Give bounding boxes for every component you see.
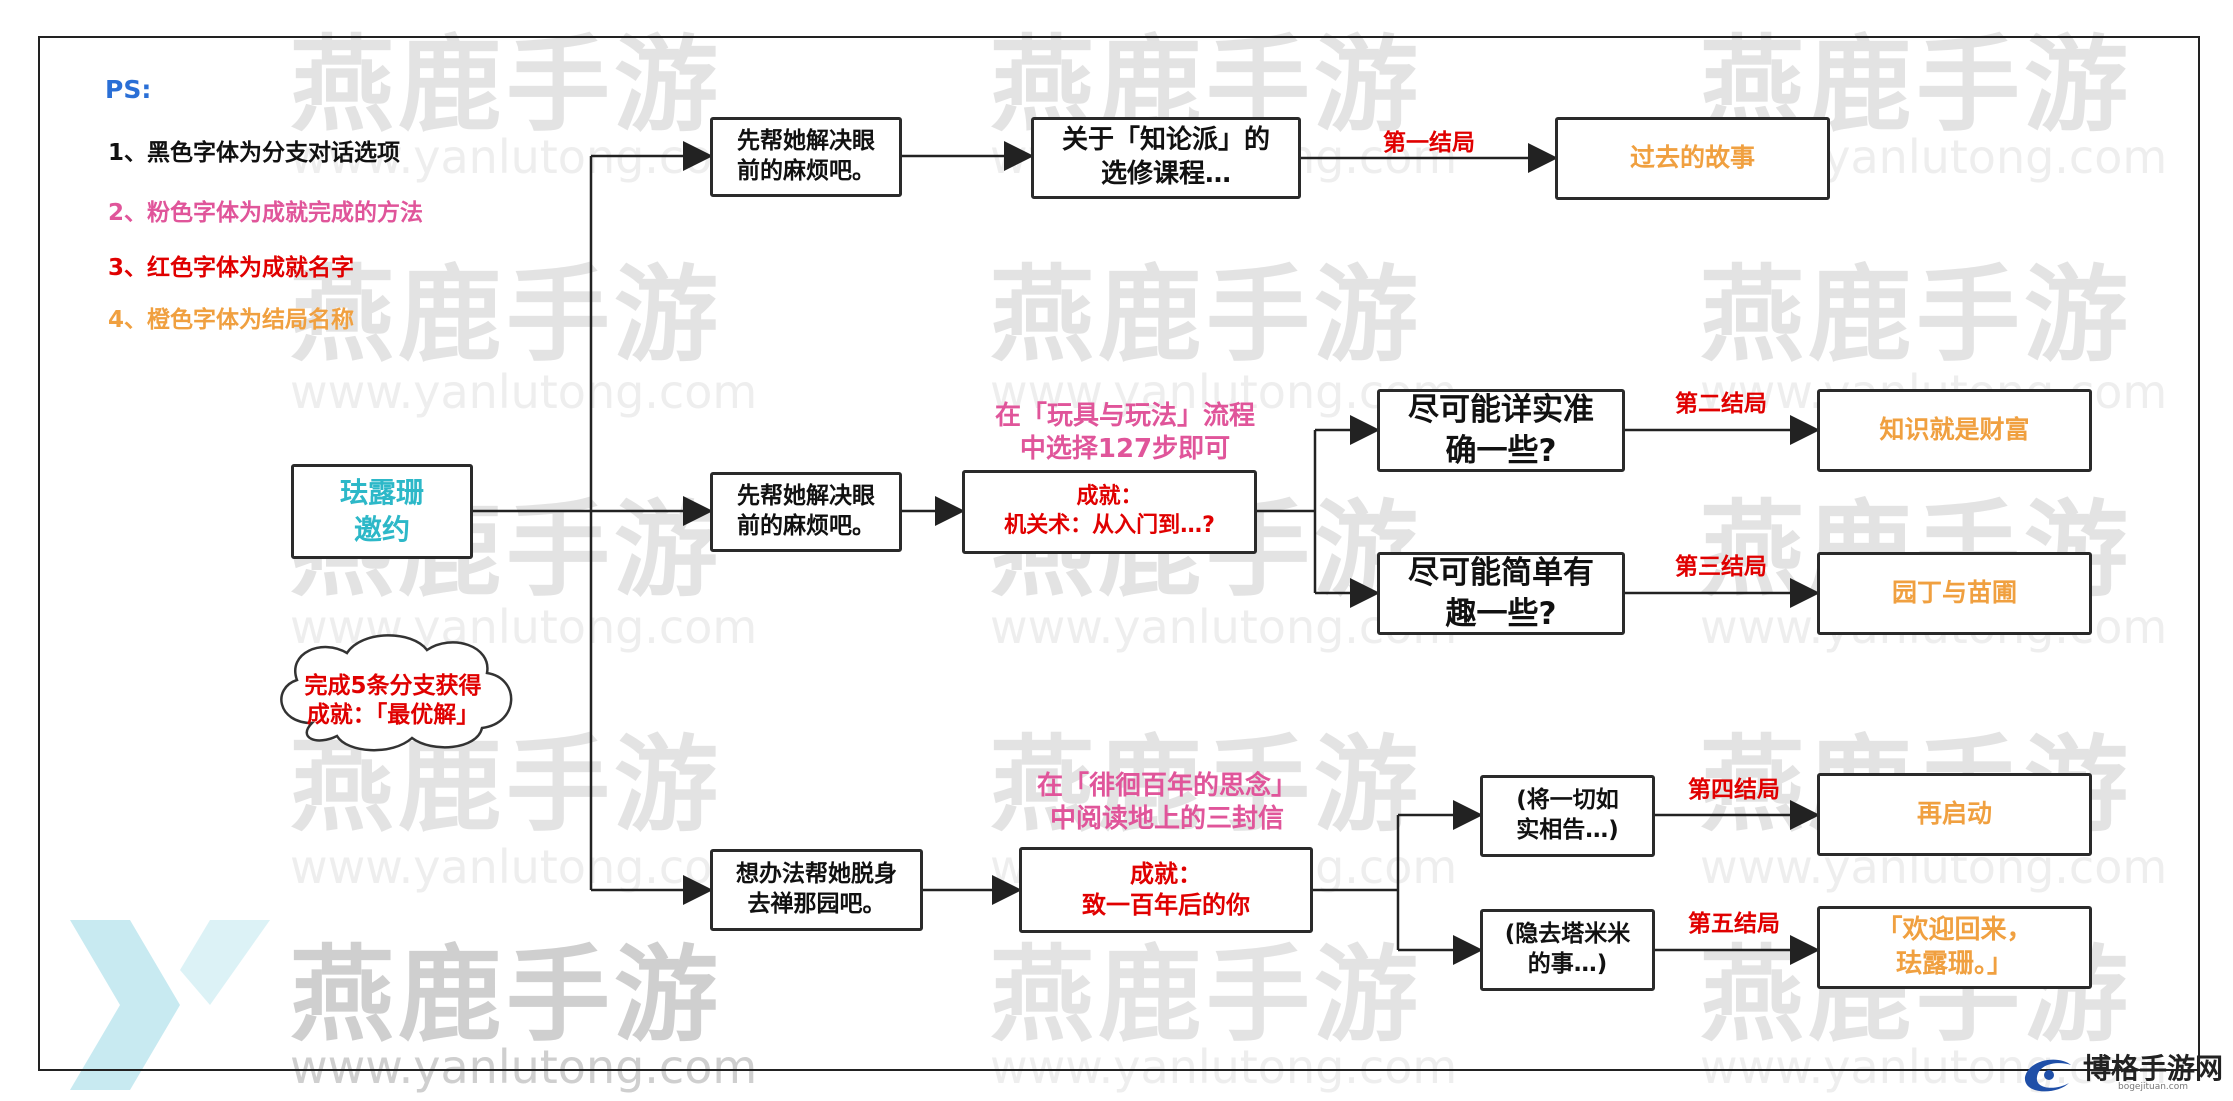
root-node: 珐露珊 邀约: [291, 464, 473, 559]
branch2-method: 在「玩具与玩法」流程 中选择127步即可: [994, 401, 1255, 464]
ending5-label: 第五结局: [1688, 911, 1780, 937]
ending1-node: 过去的故事: [1555, 117, 1830, 200]
watermark-text: 燕鹿手游: [990, 934, 1423, 1056]
ending4-label: 第四结局: [1688, 777, 1780, 803]
watermark-text: 燕鹿手游: [1700, 254, 2133, 376]
watermark-url: www.yanlutong.com: [290, 840, 758, 894]
branch3-choice-truth: (将一切如 实相告…): [1480, 775, 1655, 857]
watermark-url: www.yanlutong.com: [290, 365, 758, 419]
ending2-node: 知识就是财富: [1817, 389, 2092, 472]
ending2-label: 第二结局: [1675, 391, 1767, 417]
diagram-frame: [38, 36, 2200, 1071]
watermark-text: 燕鹿手游: [990, 254, 1423, 376]
footer-logo: 博格手游网 bogejituan.com: [2019, 1053, 2223, 1093]
legend-title: PS:: [105, 75, 152, 104]
branch2-choice-simple: 尽可能简单有 趣一些?: [1377, 552, 1625, 635]
branch3-method: 在「徘徊百年的思念」 中阅读地上的三封信: [1036, 771, 1297, 834]
watermark-url: www.yanlutong.com: [990, 1040, 1458, 1094]
watermark-text: 燕鹿手游: [290, 24, 723, 146]
watermark-text: 燕鹿手游: [290, 254, 723, 376]
ending1-label: 第一结局: [1383, 130, 1475, 156]
footer-site: bogejituan.com: [2117, 1081, 2188, 1092]
branch3-achievement: 成就： 致一百年后的你: [1019, 847, 1313, 933]
branch1-option: 先帮她解决眼 前的麻烦吧。: [710, 117, 902, 197]
watermark-url: www.yanlutong.com: [1700, 1040, 2168, 1094]
branch2-choice-detailed: 尽可能详实准 确一些?: [1377, 389, 1625, 472]
legend-item-red: 3、红色字体为成就名字: [108, 255, 355, 281]
watermark-text: 燕鹿手游: [990, 724, 1423, 846]
swoosh-logo-icon: [2024, 1059, 2071, 1092]
branch3-choice-hide: (隐去塔米米 的事…): [1480, 909, 1655, 991]
branch1-followup: 关于「知论派」的 选修课程…: [1031, 117, 1301, 199]
ending3-label: 第三结局: [1675, 554, 1767, 580]
watermark-chevron-icon: [70, 920, 270, 1090]
branch2-achievement: 成就： 机关术：从入门到…?: [962, 470, 1257, 554]
watermark-text: 燕鹿手游: [290, 934, 723, 1056]
legend-item-pink: 2、粉色字体为成就完成的方法: [108, 200, 424, 226]
ending5-node: 「欢迎回来， 珐露珊。」: [1817, 906, 2092, 989]
footer-brand: 博格手游网: [2082, 1051, 2223, 1085]
branch2-option: 先帮她解决眼 前的麻烦吧。: [710, 472, 902, 552]
watermark-url: www.yanlutong.com: [290, 1040, 758, 1094]
cloud-shape: [280, 634, 513, 752]
legend-item-black: 1、黑色字体为分支对话选项: [108, 140, 401, 166]
cloud-note: 完成5条分支获得 成就：「最优解」: [304, 673, 482, 728]
ending4-node: 再启动: [1817, 773, 2092, 856]
branch3-option: 想办法帮她脱身 去禅那园吧。: [710, 849, 923, 931]
legend-item-orange: 4、橙色字体为结局名称: [108, 307, 355, 333]
ending3-node: 园丁与苗圃: [1817, 552, 2092, 635]
